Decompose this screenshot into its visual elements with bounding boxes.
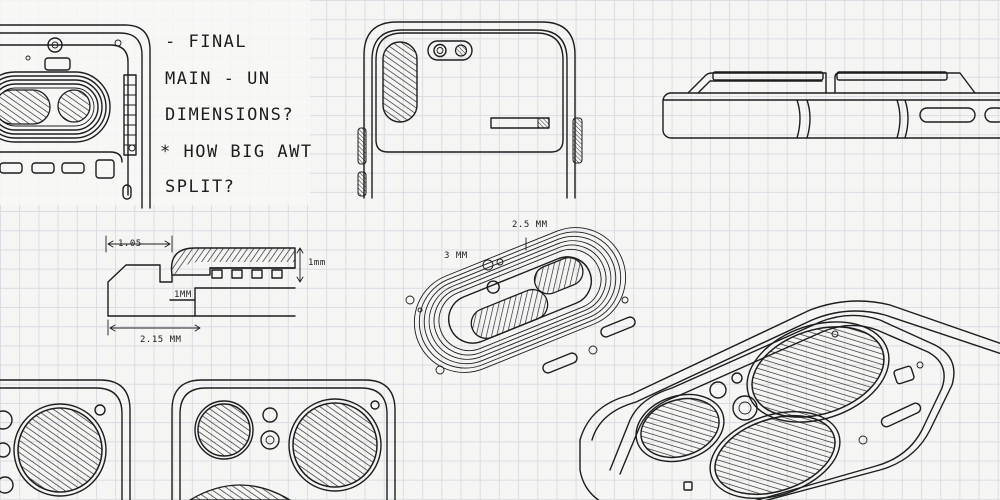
note-line-5: SPLIT? [165,177,235,197]
dim-bump-top: 2.5 MM [512,220,548,230]
note-line-2: MAIN - UN [165,69,271,89]
camera-module-center-sketch [171,379,396,500]
dim-bottom-width: 2.15 MM [140,335,182,345]
phone-side-profile-sketch [662,71,1000,139]
cross-section-sketch: 1.05 1MM 1mm 2.15 MM [105,235,326,345]
note-line-1: - FINAL [165,32,247,52]
note-line-4: * HOW BIG AWT [160,142,313,162]
dim-top-width: 1.05 [118,239,142,249]
exploded-camera-bump-sketch: 2.5 MM 3 MM [405,220,636,375]
note-line-3: DIMENSIONS? [165,105,294,125]
camera-module-left-sketch [0,379,131,500]
phone-back-sketch [357,21,583,199]
handwritten-notes: - FINAL MAIN - UN DIMENSIONS? * HOW BIG … [160,32,313,197]
dim-inner: 1MM [174,290,192,300]
dim-height: 1mm [308,258,326,268]
phone-back-coil-sketch [0,0,310,209]
dim-bump-side: 3 MM [444,251,468,261]
camera-bump-perspective-sketch [579,300,1000,500]
